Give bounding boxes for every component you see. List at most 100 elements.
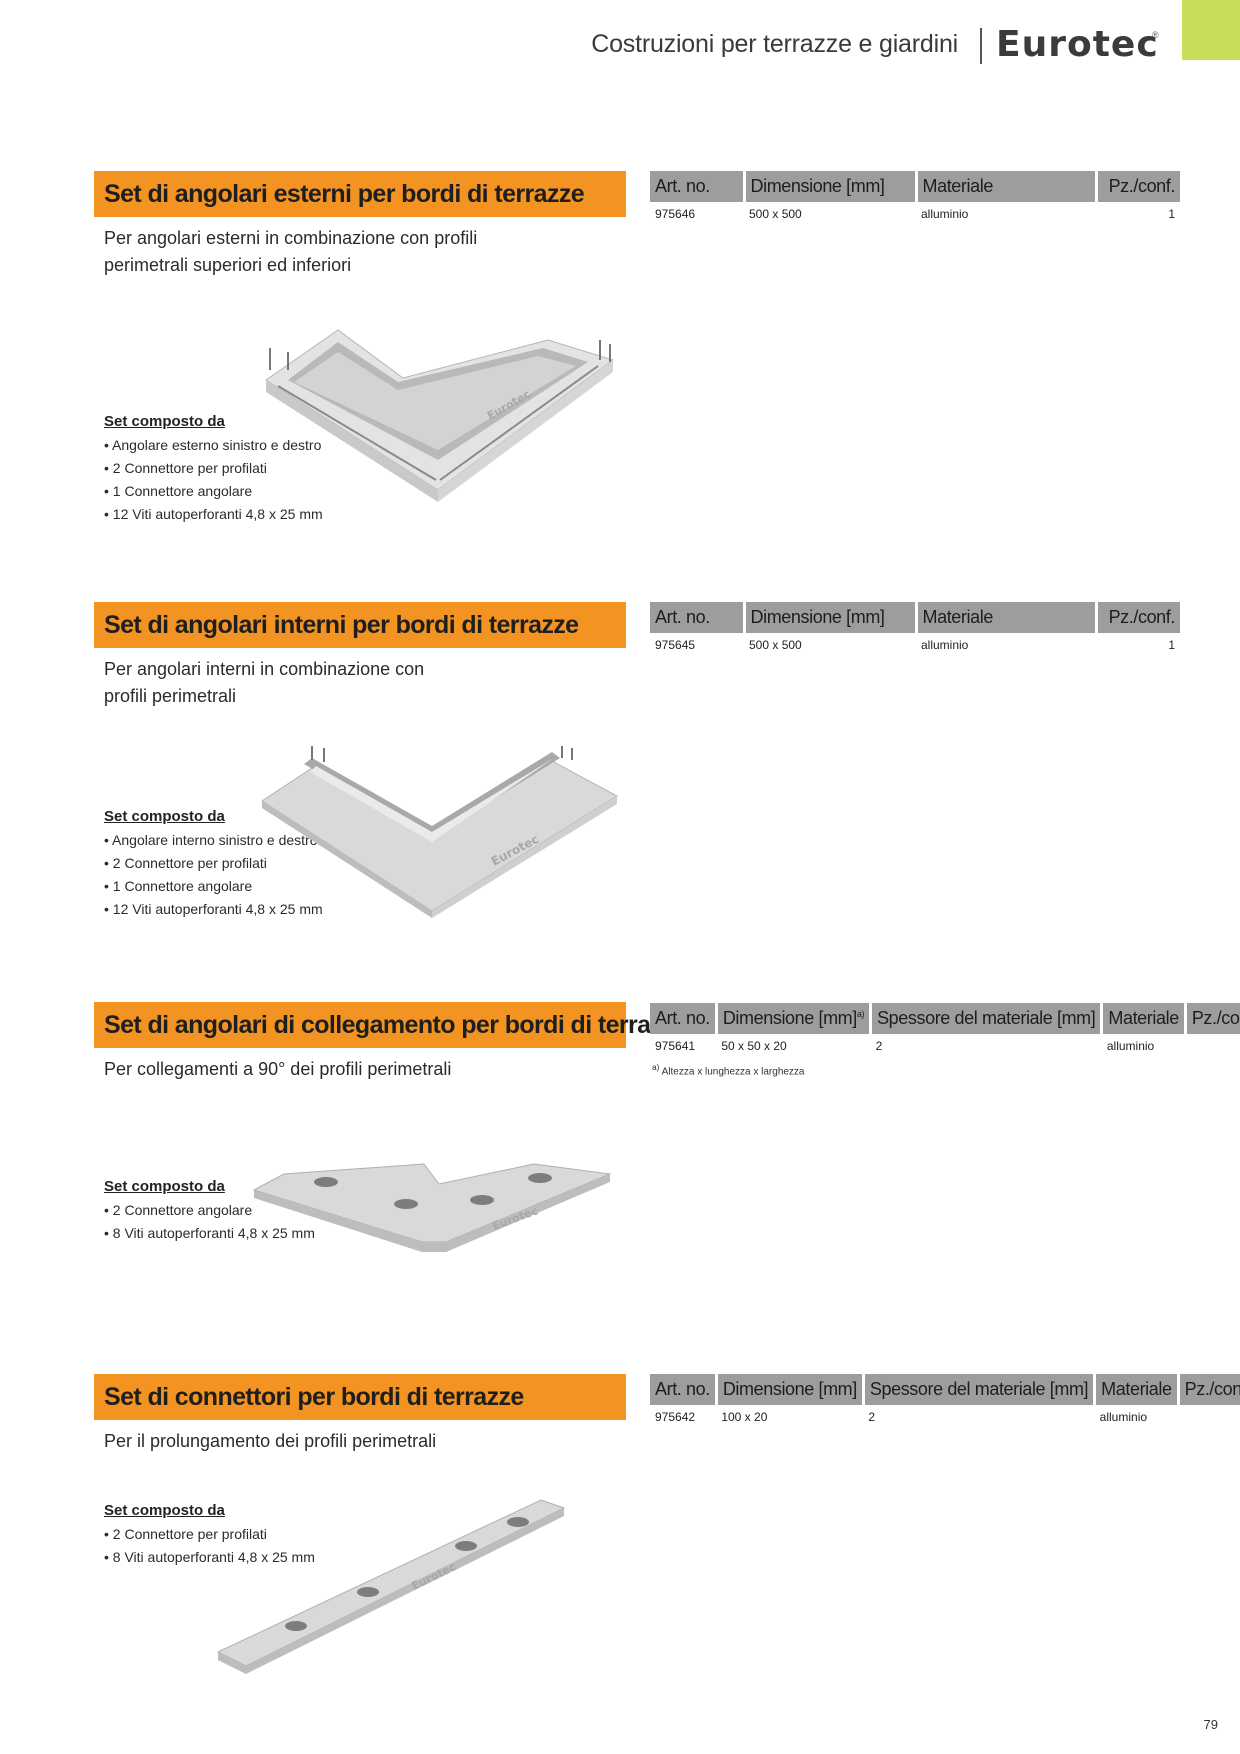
set-item: 1 Connettore angolare	[104, 875, 404, 898]
inner-corner-image: Eurotec	[261, 746, 618, 918]
footnote-marker: a)	[856, 1009, 865, 1019]
footnote-marker: a)	[652, 1062, 660, 1072]
product-table-975646: Art. no. Dimensione [mm] Materiale Pz./c…	[650, 171, 1180, 221]
set-contents: Set composto da 2 Connettore per profila…	[104, 1502, 404, 1569]
set-contents-title: Set composto da	[104, 413, 225, 430]
set-item: 2 Connettore per profilati	[104, 1523, 404, 1546]
table-row: 975642 100 x 20 2 alluminio 2	[650, 1405, 1240, 1424]
col-pieces: Pz./conf.	[1096, 171, 1180, 202]
cell-dimension: 100 x 20	[721, 1410, 768, 1424]
section-title-bar: Set di angolari di collegamento per bord…	[94, 1002, 688, 1048]
set-item: 8 Viti autoperforanti 4,8 x 25 mm	[104, 1546, 404, 1569]
product-table-975642: Art. no. Dimensione [mm] Spessore del ma…	[650, 1374, 1240, 1424]
corner-connector-image: Eurotec	[252, 1163, 612, 1252]
page-number: 79	[1203, 1717, 1218, 1732]
set-item: 2 Connettore angolare	[104, 1199, 404, 1222]
cell-material: alluminio	[1099, 1410, 1148, 1424]
section-title: Set di connettori per bordi di terrazze	[104, 1383, 524, 1411]
cell-material: alluminio	[1106, 1039, 1155, 1053]
col-art-no: Art. no.	[650, 1003, 718, 1034]
table-header-row: Art. no. Dimensione [mm] Materiale Pz./c…	[650, 602, 1180, 633]
table-footnote: a) Altezza x lunghezza x larghezza	[652, 1062, 805, 1077]
table-row: 975645 500 x 500 alluminio 1	[650, 633, 1180, 652]
section-title: Set di angolari esterni per bordi di ter…	[104, 180, 585, 208]
description-line: profili perimetrali	[104, 686, 237, 706]
description-line: Per il prolungamento dei profili perimet…	[104, 1431, 437, 1451]
registered-mark: ®	[1152, 30, 1159, 40]
cell-pieces: 2	[1178, 1405, 1240, 1424]
set-item: Angolare esterno sinistro e destro	[104, 434, 404, 457]
section-description: Per il prolungamento dei profili perimet…	[104, 1428, 624, 1455]
col-art-no: Art. no.	[650, 171, 746, 202]
cell-dimension: 50 x 50 x 20	[721, 1039, 787, 1053]
outer-corner-image: Eurotec	[265, 329, 615, 502]
header-title: Costruzioni per terrazze e giardini	[591, 30, 958, 58]
cell-dimension: 500 x 500	[749, 207, 802, 221]
col-dimension: Dimensione [mm]a)	[716, 1003, 873, 1034]
footnote-text: Altezza x lunghezza x larghezza	[661, 1066, 805, 1078]
cell-art-no: 975646	[655, 207, 696, 221]
set-item: 2 Connettore per profilati	[104, 457, 404, 480]
cell-material: alluminio	[921, 638, 969, 652]
table-header-row: Art. no. Dimensione [mm]a) Spessore del …	[650, 1003, 1240, 1034]
set-item: Angolare interno sinistro e destro	[104, 829, 404, 852]
profile-connector-image: Eurotec	[216, 1499, 566, 1674]
set-contents: Set composto da 2 Connettore angolare 8 …	[104, 1178, 404, 1245]
section-title: Set di angolari di collegamento per bord…	[104, 1011, 688, 1039]
description-line: Per collegamenti a 90° dei profili perim…	[104, 1059, 452, 1079]
col-dimension-label: Dimensione [mm]	[722, 1008, 857, 1028]
col-material: Materiale	[1101, 1003, 1187, 1034]
set-item: 12 Viti autoperforanti 4,8 x 25 mm	[104, 898, 404, 921]
col-dimension: Dimensione [mm]	[744, 171, 918, 202]
section-description: Per angolari esterni in combinazione con…	[104, 225, 624, 279]
set-contents: Set composto da Angolare interno sinistr…	[104, 808, 404, 921]
col-thickness: Spessore del materiale [mm]	[870, 1003, 1104, 1034]
chapter-tab	[1182, 0, 1240, 60]
set-item: 8 Viti autoperforanti 4,8 x 25 mm	[104, 1222, 404, 1245]
cell-material: alluminio	[921, 207, 969, 221]
col-material: Materiale	[1094, 1374, 1180, 1405]
cell-thickness: 2	[875, 1039, 883, 1053]
section-title-bar: Set di angolari interni per bordi di ter…	[94, 602, 626, 648]
section-description: Per collegamenti a 90° dei profili perim…	[104, 1056, 624, 1083]
table-row: 975641 50 x 50 x 20 2 alluminio 2	[650, 1034, 1240, 1053]
set-item: 12 Viti autoperforanti 4,8 x 25 mm	[104, 503, 404, 526]
table-row: 975646 500 x 500 alluminio 1	[650, 202, 1180, 221]
col-pieces: Pz./conf.	[1185, 1003, 1240, 1034]
header-separator	[980, 28, 982, 64]
set-item: 2 Connettore per profilati	[104, 852, 404, 875]
section-description: Per angolari interni in combinazione con…	[104, 656, 624, 710]
eurotec-logo: Eurotec	[996, 24, 1159, 65]
col-art-no: Art. no.	[650, 602, 746, 633]
cell-art-no: 975642	[655, 1410, 696, 1424]
cell-art-no: 975645	[655, 638, 696, 652]
col-material: Materiale	[916, 171, 1098, 202]
set-item: 1 Connettore angolare	[104, 480, 404, 503]
col-material: Materiale	[916, 602, 1098, 633]
cell-dimension: 500 x 500	[749, 638, 802, 652]
section-title: Set di angolari interni per bordi di ter…	[104, 611, 579, 639]
table-header-row: Art. no. Dimensione [mm] Spessore del ma…	[650, 1374, 1240, 1405]
section-title-bar: Set di connettori per bordi di terrazze	[94, 1374, 626, 1420]
col-pieces: Pz./conf.	[1178, 1374, 1240, 1405]
section-title-bar: Set di angolari esterni per bordi di ter…	[94, 171, 626, 217]
product-table-975645: Art. no. Dimensione [mm] Materiale Pz./c…	[650, 602, 1180, 652]
description-line: Per angolari interni in combinazione con	[104, 659, 425, 679]
set-contents-title: Set composto da	[104, 1178, 225, 1195]
table-header-row: Art. no. Dimensione [mm] Materiale Pz./c…	[650, 171, 1180, 202]
cell-pieces: 2	[1185, 1034, 1240, 1053]
set-contents-title: Set composto da	[104, 1502, 225, 1519]
col-dimension: Dimensione [mm]	[744, 602, 918, 633]
col-thickness: Spessore del materiale [mm]	[863, 1374, 1097, 1405]
col-art-no: Art. no.	[650, 1374, 718, 1405]
set-contents: Set composto da Angolare esterno sinistr…	[104, 413, 404, 526]
description-line: perimetrali superiori ed inferiori	[104, 255, 352, 275]
cell-pieces: 1	[1168, 638, 1175, 652]
cell-art-no: 975641	[655, 1039, 696, 1053]
set-contents-title: Set composto da	[104, 808, 225, 825]
product-table-975641: Art. no. Dimensione [mm]a) Spessore del …	[650, 1003, 1240, 1053]
col-pieces: Pz./conf.	[1096, 602, 1180, 633]
cell-thickness: 2	[868, 1410, 876, 1424]
description-line: Per angolari esterni in combinazione con…	[104, 228, 478, 248]
col-dimension: Dimensione [mm]	[716, 1374, 865, 1405]
